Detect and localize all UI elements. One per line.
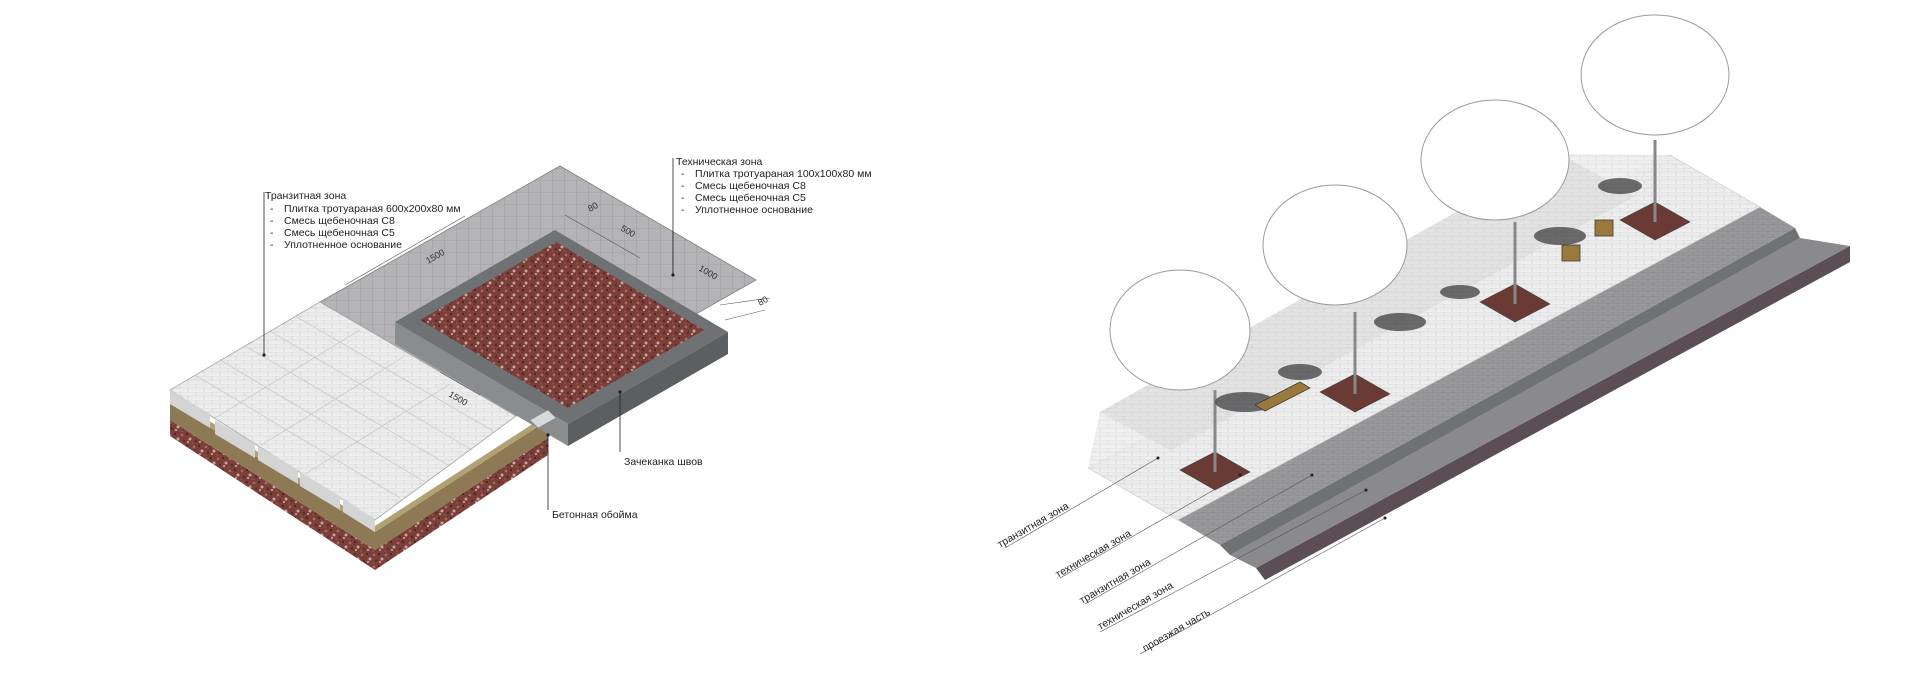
tree-canopy <box>1420 99 1570 221</box>
tree-trunks <box>1213 140 1657 472</box>
transit-tile-seams <box>194 315 496 499</box>
benches <box>1254 219 1614 412</box>
technical-strip-road <box>1178 207 1795 545</box>
transit-zone-legend: Транзитная зона - Плитка тротуараная 600… <box>265 190 461 251</box>
dimension-lines <box>344 214 771 396</box>
bench <box>1594 219 1614 237</box>
stepped-tile-edges <box>170 390 375 532</box>
joint-label: Зачеканка швов <box>624 456 703 468</box>
canopy-shadows <box>1215 178 1642 412</box>
transit-bullet-1: - <box>270 203 274 215</box>
soil-layer-sand <box>170 402 548 550</box>
dim-80-top: 80 <box>586 200 600 214</box>
technical-item-1: Плитка тротуараная 100х100х80 мм <box>695 168 872 180</box>
transit-item-1: Плитка тротуараная 600х200х80 мм <box>284 203 461 215</box>
technical-zone-title: Техническая зона <box>676 156 763 168</box>
technical-item-2: Смесь щебеночная С8 <box>695 180 806 192</box>
planter-curb-side-right <box>568 332 728 446</box>
tree-canopy <box>1580 14 1730 136</box>
left-paving-diagram: 1500 80 500 1000 80 1500 Транзитная зона… <box>169 156 872 570</box>
leader-technical-dot <box>671 273 675 277</box>
transit-bullet-2: - <box>270 215 274 227</box>
leader-joint-dot <box>618 390 622 394</box>
transit-item-3: Смесь щебеночная С5 <box>284 227 395 239</box>
technical-zone-legend: Техническая зона - Плитка тротуараная 10… <box>676 156 872 216</box>
tree-canopy <box>1262 184 1408 306</box>
technical-bullet-2: - <box>681 180 685 192</box>
technical-item-4: Уплотненное основание <box>695 204 813 216</box>
zone-label-road: проезжая часть <box>1141 606 1213 655</box>
transit-bullet-4: - <box>270 239 274 251</box>
leader-concrete-dot <box>546 433 550 437</box>
planter-curb-side-front <box>395 322 568 446</box>
concrete-frame-label: Бетонная обойма <box>552 509 638 521</box>
dim-80-right: 80 <box>756 294 770 308</box>
right-street-diagram: транзитная зона техническая зона транзит… <box>996 14 1850 655</box>
zone-label-transit-1: транзитная зона <box>996 500 1072 551</box>
zone-leaders <box>1004 456 1387 655</box>
leader-transit-dot <box>262 353 266 357</box>
technical-bullet-4: - <box>681 204 685 216</box>
technical-item-3: Смесь щебеночная С5 <box>695 192 806 204</box>
tree-canopy <box>1109 269 1251 391</box>
transit-bullet-3: - <box>270 227 274 239</box>
curb-strip <box>1220 228 1800 555</box>
soil-layer-gravel <box>170 420 548 570</box>
transit-item-4: Уплотненное основание <box>284 239 402 251</box>
technical-bullet-3: - <box>681 192 685 204</box>
bench <box>1254 381 1311 412</box>
road-surface <box>1230 238 1850 568</box>
planter-gravel <box>420 242 704 408</box>
transit-item-2: Смесь щебеночная С8 <box>284 215 395 227</box>
transit-zone-title: Транзитная зона <box>265 190 346 202</box>
tree-canopies <box>1109 14 1730 391</box>
transit-strip-outer <box>1088 154 1670 468</box>
road-side-face <box>1256 246 1850 580</box>
technical-bullet-1: - <box>681 168 685 180</box>
concrete-frame <box>529 409 557 429</box>
bench <box>1561 244 1581 262</box>
soil-layer-crushed-stone <box>170 396 548 532</box>
